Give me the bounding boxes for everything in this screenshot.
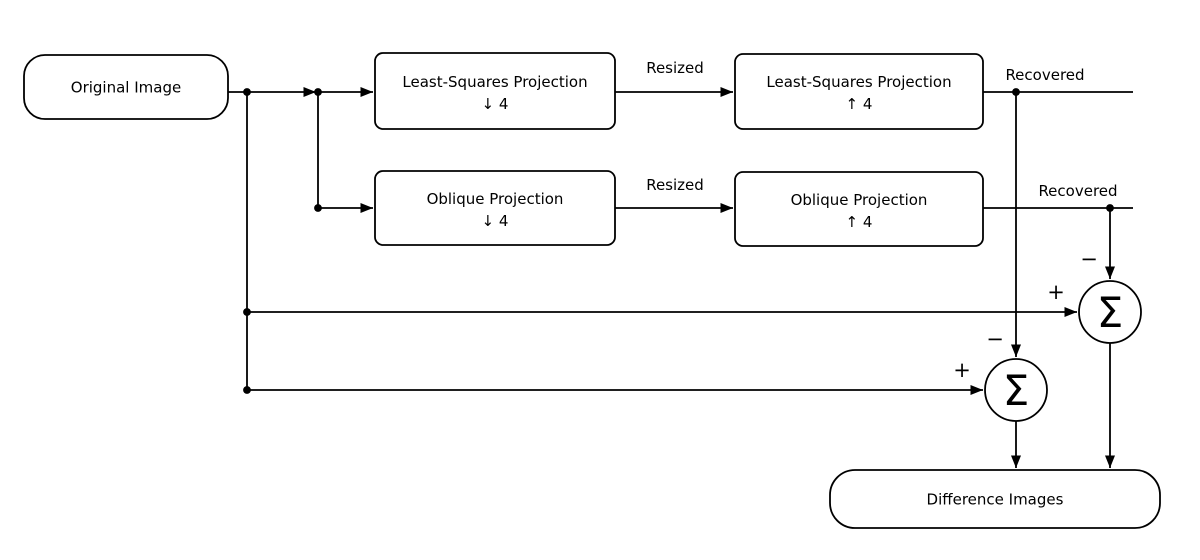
- least-squares-up-box: [734, 53, 984, 130]
- junction-dot-original-2: [314, 88, 322, 96]
- junction-dots: [243, 88, 1114, 394]
- node-original-image: Original Image: [23, 54, 229, 120]
- oblique-down-label-line1: Oblique Projection: [427, 190, 564, 208]
- oblique-up-label-line2: ↑ 4: [846, 213, 873, 231]
- plus-sign-sum-lower: +: [953, 358, 971, 382]
- oblique-down-box: [374, 170, 616, 246]
- oblique-down-label-line2: ↓ 4: [482, 212, 509, 230]
- least-squares-down-label-line1: Least-Squares Projection: [402, 73, 587, 91]
- sum-upper-sigma: Σ: [1097, 288, 1124, 337]
- least-squares-down-box: [374, 52, 616, 130]
- minus-sign-sum-lower: −: [986, 327, 1004, 351]
- node-sum-upper: Σ: [1078, 280, 1142, 344]
- edges: [228, 86, 1133, 468]
- edge-labels: Resized Resized Recovered Recovered + − …: [646, 59, 1117, 382]
- junction-dot-recovered-top: [1012, 88, 1020, 96]
- sum-upper-circle: [1078, 280, 1142, 344]
- junction-dot-trunk-upper: [243, 308, 251, 316]
- oblique-up-label-line1: Oblique Projection: [791, 191, 928, 209]
- junction-dot-original-1: [243, 88, 251, 96]
- sum-lower-circle: [984, 358, 1048, 422]
- node-difference-images: Difference Images: [829, 469, 1161, 529]
- minus-sign-sum-upper: −: [1080, 247, 1098, 271]
- original-image-label: Original Image: [71, 79, 181, 97]
- node-sum-lower: Σ: [984, 358, 1048, 422]
- original-image-box: [23, 54, 229, 120]
- junction-dot-recovered-bottom: [1106, 204, 1114, 212]
- node-least-squares-down: Least-Squares Projection ↓ 4: [374, 52, 616, 130]
- recovered-bottom-label: Recovered: [1038, 182, 1117, 200]
- node-least-squares-up: Least-Squares Projection ↑ 4: [734, 53, 984, 130]
- least-squares-up-label-line2: ↑ 4: [846, 95, 873, 113]
- least-squares-down-label-line2: ↓ 4: [482, 95, 509, 113]
- junction-dot-oblique-branch: [314, 204, 322, 212]
- node-oblique-up: Oblique Projection ↑ 4: [734, 171, 984, 247]
- difference-images-box: [829, 469, 1161, 529]
- difference-images-label: Difference Images: [927, 491, 1064, 509]
- least-squares-up-label-line1: Least-Squares Projection: [766, 73, 951, 91]
- node-oblique-down: Oblique Projection ↓ 4: [374, 170, 616, 246]
- recovered-top-label: Recovered: [1005, 66, 1084, 84]
- junction-dot-trunk-lower: [243, 386, 251, 394]
- resized-bottom-label: Resized: [646, 176, 704, 194]
- oblique-up-box: [734, 171, 984, 247]
- sum-lower-sigma: Σ: [1003, 366, 1030, 415]
- resized-top-label: Resized: [646, 59, 704, 77]
- plus-sign-sum-upper: +: [1047, 280, 1065, 304]
